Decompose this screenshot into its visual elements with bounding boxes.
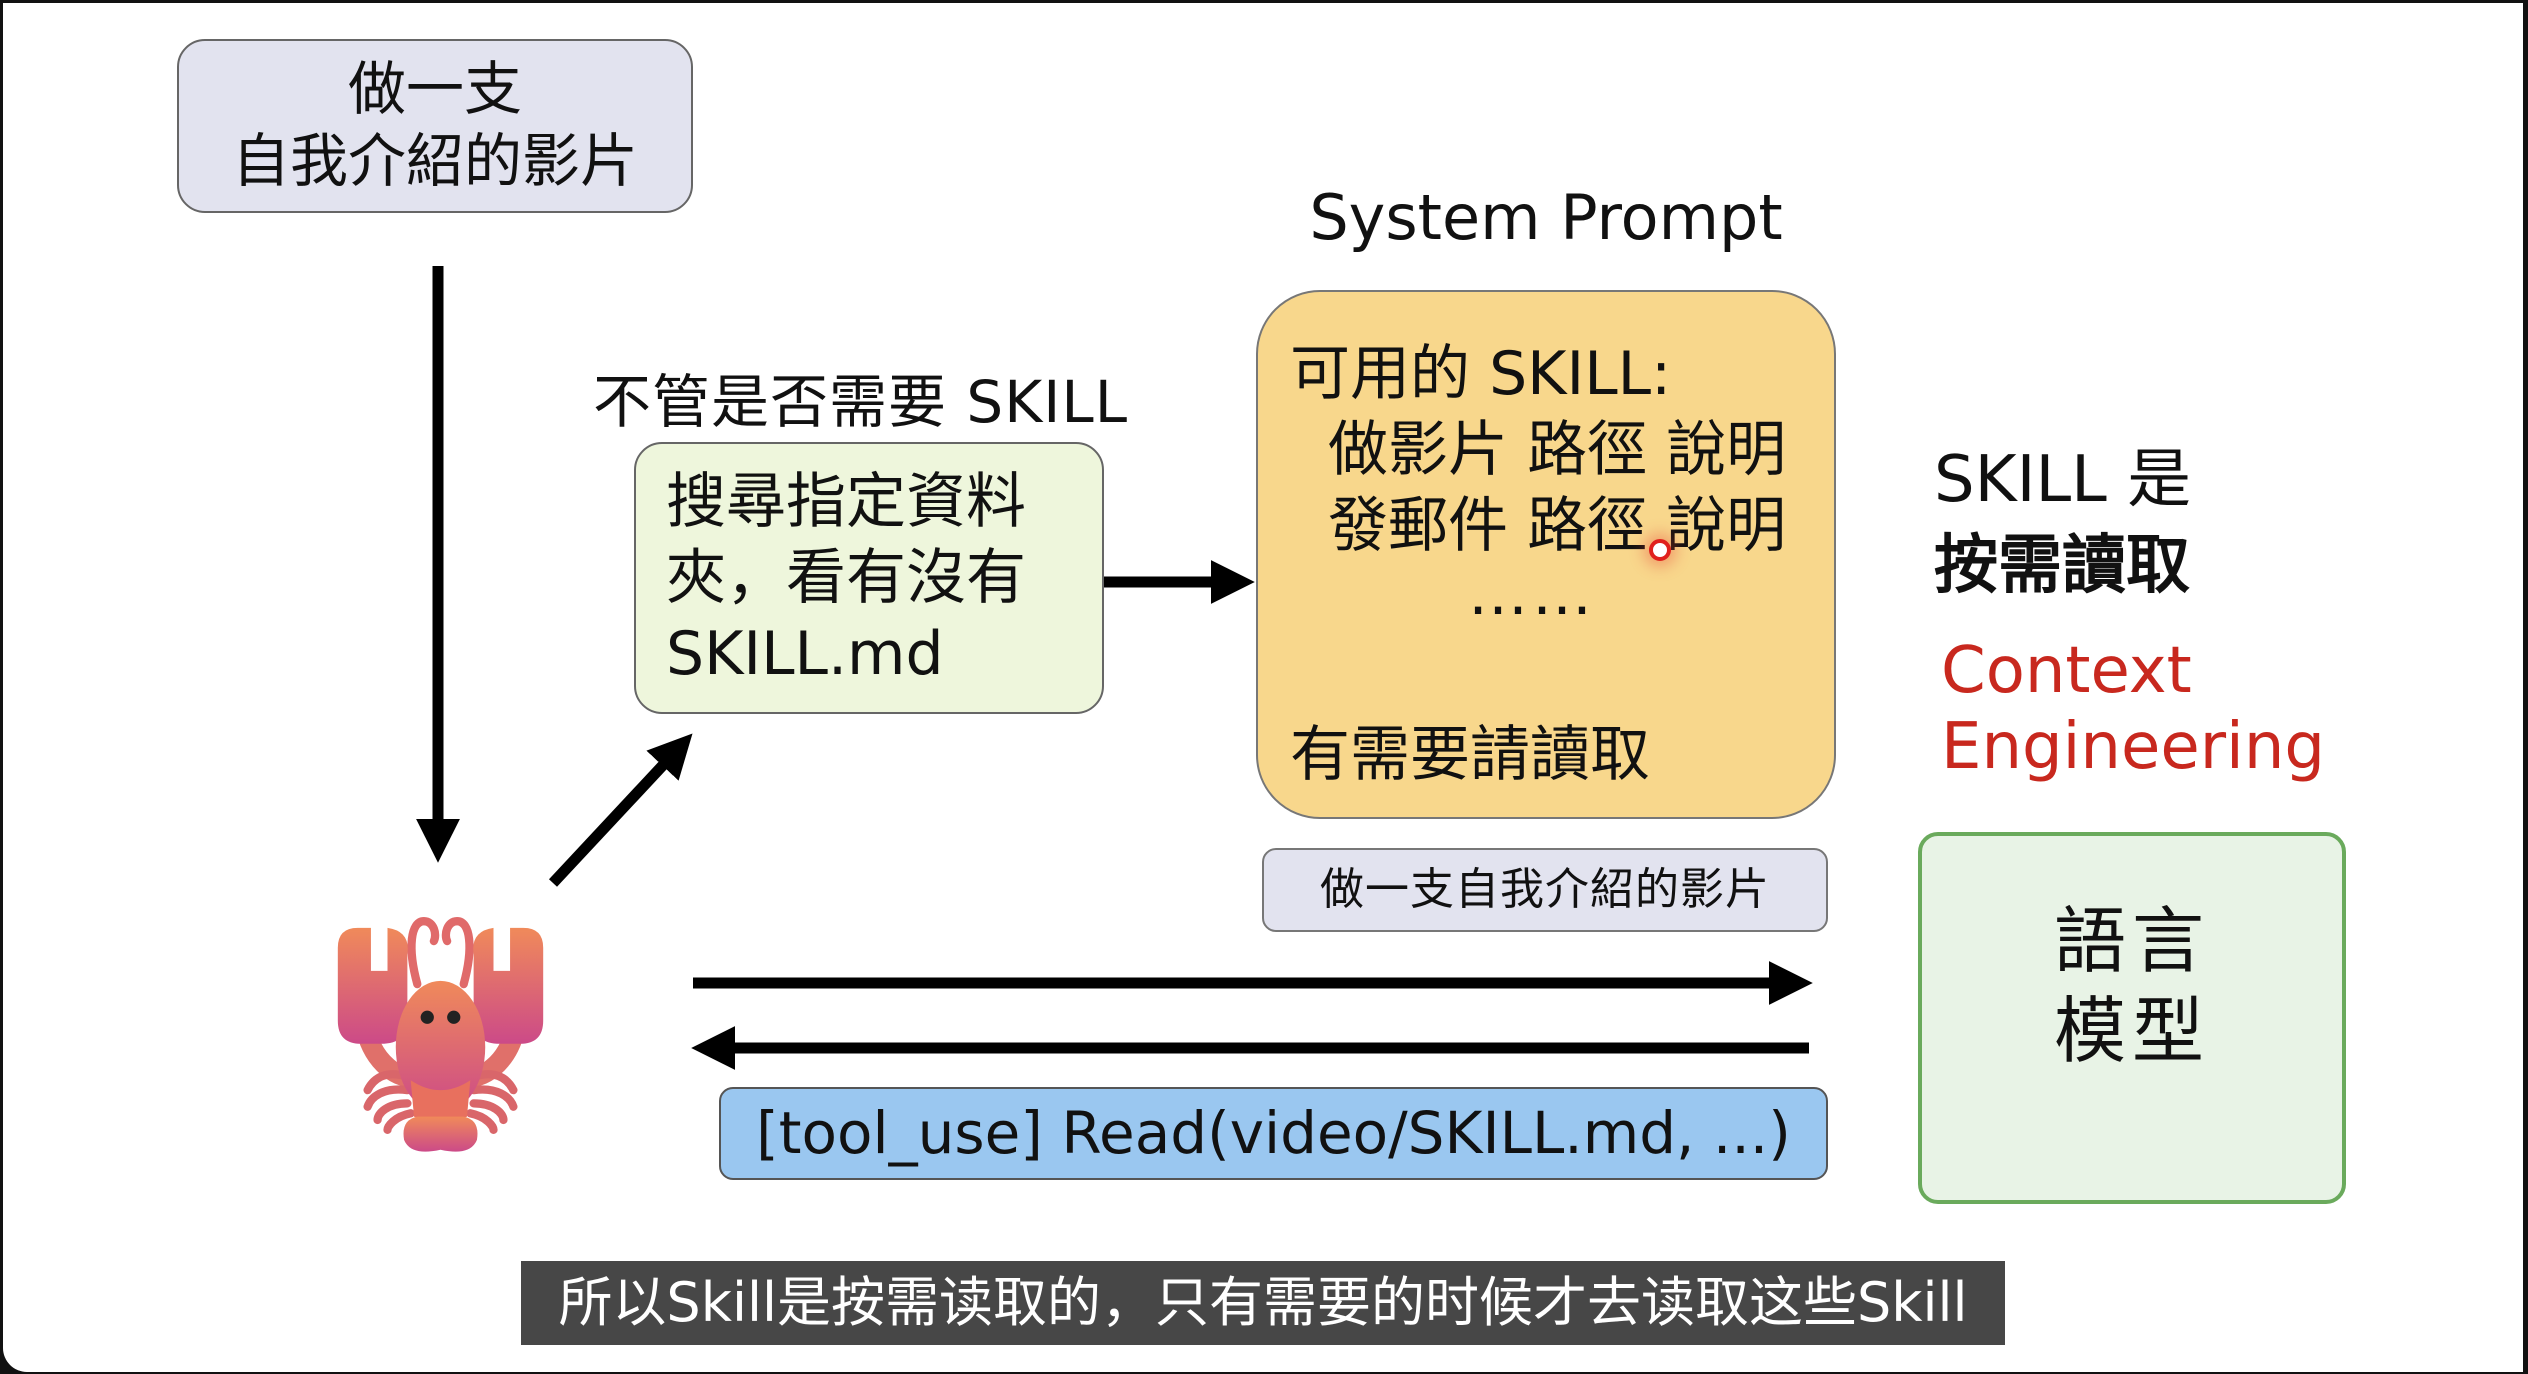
user-request-box: 做一支 自我介紹的影片 — [177, 39, 693, 213]
context-engineering-line: Context — [1941, 634, 2192, 708]
laser-pointer-dot — [1649, 539, 1671, 561]
skill-note-emphasis: 按需讀取 — [1934, 529, 2190, 603]
search-line: SKILL.md — [666, 619, 944, 689]
system-prompt-heading: 可用的 SKILL: — [1290, 339, 1672, 409]
user-request-line: 自我介紹的影片 — [231, 127, 638, 195]
search-line: 搜尋指定資料 — [666, 467, 1026, 537]
tool-use-box: [tool_use] Read(video/SKILL.md, ...) — [719, 1087, 1828, 1180]
language-model-box: 語言 模型 — [1918, 832, 2346, 1204]
user-request-line: 做一支 — [347, 55, 522, 123]
skill-note-line: SKILL 是 — [1934, 443, 2192, 517]
user-message-box: 做一支自我介紹的影片 — [1262, 848, 1828, 932]
search-label: 不管是否需要 SKILL — [593, 368, 1129, 436]
skill-note: SKILL 是 按需讀取 — [1934, 437, 2191, 609]
system-prompt-box: 可用的 SKILL: 做影片 路徑 說明 發郵件 路徑 說明 …… 有需要請讀取 — [1256, 290, 1836, 819]
search-line: 夾，看有沒有 — [666, 543, 1026, 613]
language-model-line: 模型 — [2053, 989, 2210, 1073]
video-subtitle: 所以Skill是按需读取的，只有需要的时候才去读取这些Skill — [521, 1261, 2005, 1345]
skill-entry: 做影片 路徑 說明 — [1328, 415, 1787, 485]
context-engineering-label: Context Engineering — [1941, 633, 2325, 785]
context-engineering-line: Engineering — [1941, 710, 2325, 784]
skill-ellipsis: …… — [1468, 559, 1596, 629]
skill-entry: 發郵件 路徑 說明 — [1328, 491, 1787, 561]
arrow-agent-to-search — [548, 733, 693, 887]
system-prompt-title: System Prompt — [1309, 181, 1783, 254]
slide: 做一支 自我介紹的影片 不管是否需要 SKILL 搜尋指定資料 夾，看有沒有 S… — [3, 3, 2523, 1372]
lobster-icon — [337, 917, 544, 1152]
system-prompt-footer: 有需要請讀取 — [1290, 720, 1650, 790]
language-model-line: 語言 — [2053, 899, 2210, 983]
search-skill-box: 搜尋指定資料 夾，看有沒有 SKILL.md — [634, 442, 1104, 714]
